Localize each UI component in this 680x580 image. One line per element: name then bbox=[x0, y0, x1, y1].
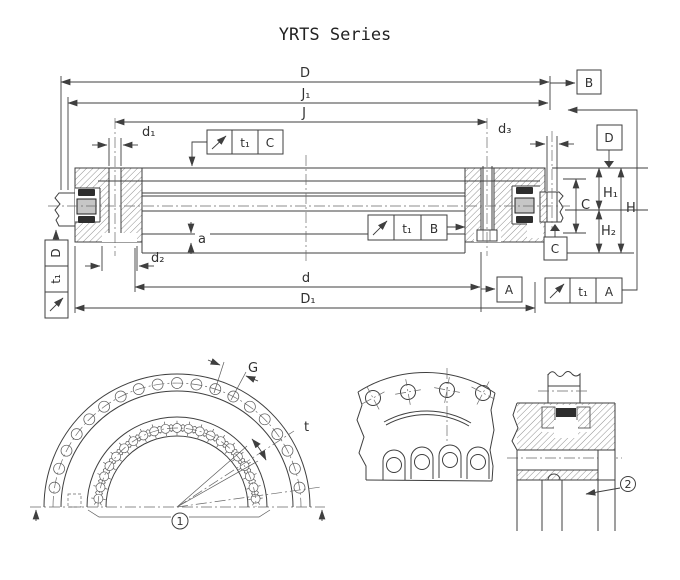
datum-A: A bbox=[480, 252, 523, 312]
callout-2: 2 bbox=[585, 476, 636, 496]
left-shaft-washer bbox=[54, 192, 75, 227]
runout-frame-t1A: t₁ A bbox=[544, 106, 638, 304]
dimension-D: D bbox=[60, 66, 551, 190]
segment-tapped-bosses bbox=[382, 444, 490, 480]
dimension-d1: d₁ bbox=[92, 125, 155, 166]
main-cross-section-view: D J₁ J d₁ d₃ d₂ bbox=[44, 66, 648, 319]
inner-tapped-holes bbox=[91, 420, 263, 506]
right-roller-set bbox=[514, 187, 543, 238]
frame-datum-D: D bbox=[49, 248, 63, 257]
ring-split-lines bbox=[75, 167, 545, 254]
runout-frame-t1B: t₁ B bbox=[367, 214, 466, 241]
right-support-washer bbox=[539, 191, 564, 223]
segment-bolt-holes bbox=[361, 377, 495, 410]
section-arrows bbox=[32, 493, 326, 521]
datum-label-C: C bbox=[551, 242, 559, 256]
datum-B: B bbox=[550, 69, 602, 95]
datum-label-B: B bbox=[585, 76, 593, 90]
runout-frame-t1C: t₁ C bbox=[188, 129, 284, 167]
runout-icon bbox=[549, 283, 565, 299]
datum-label-A: A bbox=[505, 283, 514, 297]
outer-bolt-holes bbox=[48, 377, 306, 494]
tolerance-label: t₁ bbox=[240, 136, 250, 150]
lower-rings bbox=[507, 449, 622, 531]
runout-icon bbox=[49, 297, 64, 312]
shaft-washer-top bbox=[538, 371, 590, 404]
callout-1: 1 bbox=[87, 509, 271, 530]
frame-datum-C: C bbox=[266, 136, 274, 150]
dim-label-d2: d₂ bbox=[151, 251, 164, 266]
dim-label-d: d bbox=[302, 271, 310, 286]
page-title: YRTS Series bbox=[279, 25, 392, 45]
datum-label-D: D bbox=[604, 131, 613, 145]
section-detail-view: 2 bbox=[507, 371, 636, 531]
datum-D: D bbox=[596, 124, 623, 168]
callout-1-label: 1 bbox=[177, 515, 184, 528]
dim-label-a: a bbox=[198, 232, 206, 247]
dim-label-t: t bbox=[304, 420, 309, 435]
dim-label-D1: D₁ bbox=[300, 292, 315, 307]
frame-datum-A: A bbox=[605, 285, 614, 299]
dim-label-J1: J₁ bbox=[300, 87, 310, 102]
runout-frame-t1D-vertical: D t₁ bbox=[44, 229, 69, 319]
datum-C: C bbox=[543, 224, 568, 261]
dim-label-G: G bbox=[248, 361, 258, 376]
frame-datum-B: B bbox=[430, 222, 438, 236]
runout-icon bbox=[372, 220, 388, 236]
front-semicircle-view: t G 1 bbox=[30, 358, 326, 530]
dim-label-C: C bbox=[581, 198, 590, 213]
dim-label-H2: H₂ bbox=[601, 224, 616, 239]
tolerance-label: t₁ bbox=[49, 274, 63, 284]
dim-label-d1: d₁ bbox=[142, 125, 155, 140]
callout-2-label: 2 bbox=[625, 478, 632, 491]
dimension-d2: d₂ bbox=[85, 246, 164, 271]
dimension-a: a bbox=[187, 222, 210, 254]
dim-label-J: J bbox=[301, 106, 306, 121]
dimension-J1: J₁ bbox=[67, 87, 549, 107]
runout-icon bbox=[211, 135, 227, 150]
pitch-wedge-lines bbox=[176, 430, 322, 508]
dimension-d: d bbox=[134, 248, 481, 292]
dim-label-H: H bbox=[626, 201, 636, 216]
bearing-block bbox=[511, 402, 616, 451]
dim-label-d3: d₃ bbox=[498, 122, 511, 137]
tolerance-label: t₁ bbox=[578, 285, 588, 299]
dimension-G: G bbox=[207, 358, 259, 401]
dim-label-H1: H₁ bbox=[603, 186, 618, 201]
dimension-t: t bbox=[251, 420, 309, 461]
left-roller-set bbox=[76, 189, 97, 223]
arc-segment-view bbox=[356, 368, 496, 482]
centerlines bbox=[48, 118, 570, 264]
dimension-D1: D₁ bbox=[74, 246, 536, 313]
dim-label-D: D bbox=[300, 66, 310, 81]
tolerance-label: t₁ bbox=[402, 222, 412, 236]
dimension-d3: d₃ bbox=[498, 122, 574, 191]
dimension-J: J bbox=[114, 106, 488, 126]
